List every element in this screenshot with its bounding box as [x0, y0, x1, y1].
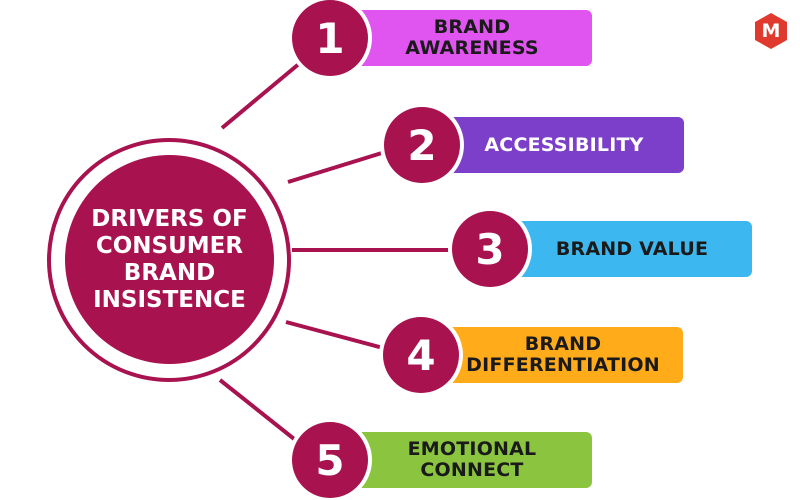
brand-logo: M	[754, 12, 788, 50]
driver-item-2: ACCESSIBILITY 2	[384, 107, 684, 183]
center-circle: DRIVERS OF CONSUMER BRAND INSISTENCE	[65, 155, 274, 364]
driver-item-3: BRAND VALUE 3	[452, 211, 752, 287]
driver-number-3: 3	[475, 224, 505, 274]
center-title: DRIVERS OF CONSUMER BRAND INSISTENCE	[91, 205, 248, 313]
driver-label-4: BRAND DIFFERENTIATION	[466, 333, 660, 376]
driver-number-badge-3: 3	[452, 211, 528, 287]
driver-number-badge-1: 1	[292, 0, 368, 76]
driver-number-4: 4	[406, 330, 436, 380]
driver-label-1: BRAND AWARENESS	[405, 16, 539, 59]
driver-item-1: BRAND AWARENESS 1	[292, 0, 592, 76]
driver-number-5: 5	[315, 435, 345, 485]
connector-2	[287, 146, 399, 184]
driver-number-badge-5: 5	[292, 422, 368, 498]
driver-number-1: 1	[315, 13, 345, 63]
driver-item-4: BRAND DIFFERENTIATION 4	[383, 317, 683, 393]
driver-label-3: BRAND VALUE	[555, 237, 709, 260]
driver-number-badge-2: 2	[384, 107, 460, 183]
driver-number-2: 2	[407, 120, 437, 170]
driver-number-badge-4: 4	[383, 317, 459, 393]
driver-bar-3: BRAND VALUE	[482, 221, 752, 277]
driver-label-2: ACCESSIBILITY	[484, 133, 644, 156]
driver-label-5: EMOTIONAL CONNECT	[407, 438, 537, 481]
hexagon-logo-icon	[755, 13, 787, 49]
connector-4	[285, 320, 399, 354]
logo-letter: M	[761, 20, 781, 42]
driver-item-5: EMOTIONAL CONNECT 5	[292, 422, 592, 498]
